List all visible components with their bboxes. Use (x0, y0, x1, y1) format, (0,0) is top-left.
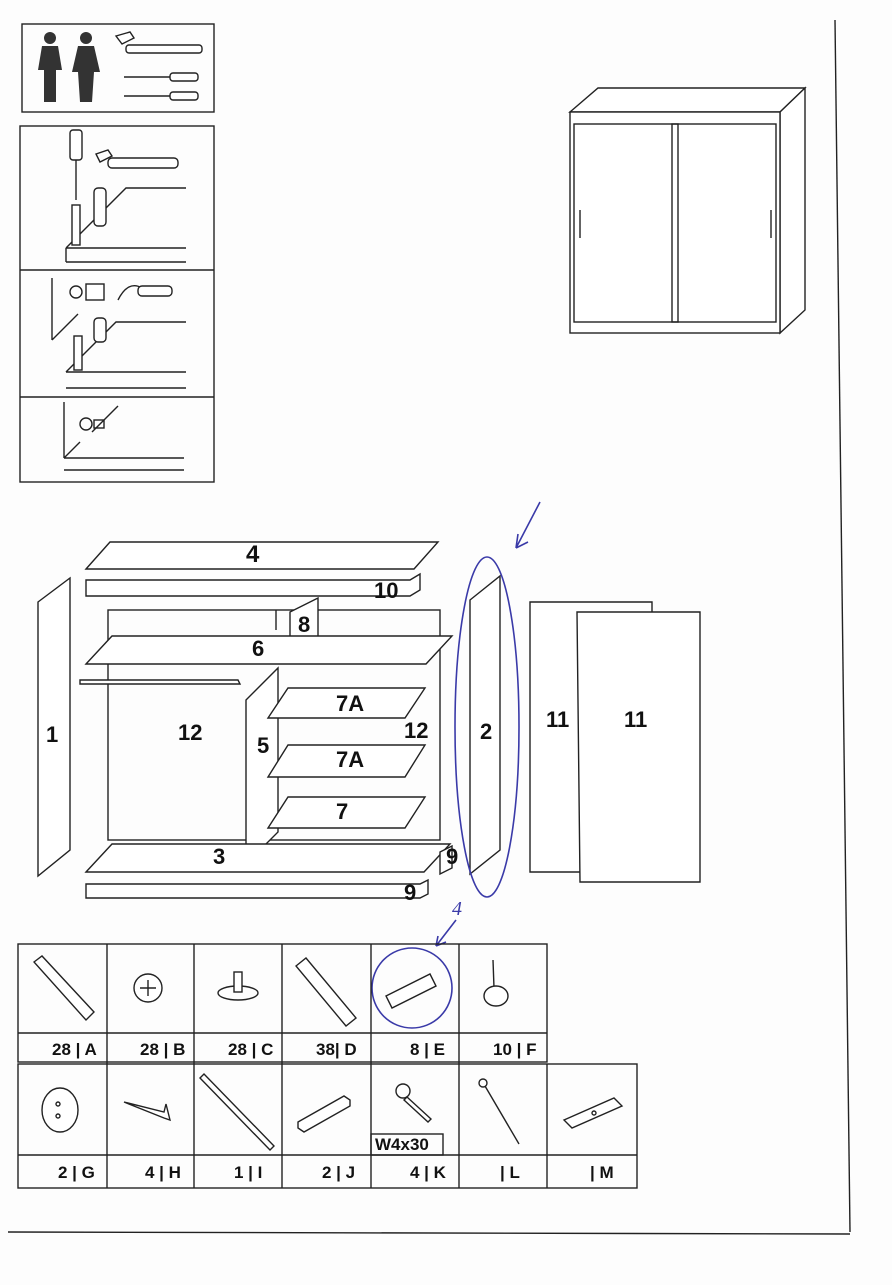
dowel-steps-box (19, 125, 215, 483)
clothes-rail-rod-icon (199, 1073, 275, 1151)
hardware-label-b: 28 | B (140, 1040, 185, 1059)
hand-arrow-e-icon (435, 919, 457, 947)
part-10-top-rail (85, 572, 421, 597)
part-label-11-back: 11 (546, 707, 569, 732)
washer-head-screw-icon (395, 1083, 433, 1123)
part-1-left-side (37, 576, 71, 878)
hardware-table (17, 943, 638, 1189)
part-label-6: 6 (252, 636, 264, 661)
hardware-label-e: 8 | E (410, 1040, 445, 1059)
part-label-2: 2 (480, 719, 492, 744)
hardware-label-m: | M (590, 1163, 614, 1182)
hand-arrow-icon (515, 501, 541, 549)
part-label-9-side: 9 (446, 844, 458, 869)
part-label-7: 7 (336, 799, 348, 824)
hand-ellipse-part-2 (454, 556, 520, 898)
part-label-4: 4 (246, 541, 260, 568)
hardware-label-i: 1 | I (234, 1163, 262, 1182)
hardware-label-j: 2 | J (322, 1163, 355, 1182)
hammer-icon (114, 31, 203, 54)
part-label-1: 1 (46, 722, 58, 747)
screwdriver-flat-icon (124, 72, 199, 82)
step3-drawing (63, 402, 184, 471)
step1-drawing (65, 129, 186, 263)
part-12-back-panels (107, 609, 441, 841)
hardware-label-h: 4 | H (145, 1163, 181, 1182)
cam-lock-icon (133, 973, 163, 1003)
furniture-glide-nail-icon (483, 959, 509, 1007)
hand-circle-part-e (371, 947, 453, 1029)
clothes-rail (79, 679, 242, 685)
part-11-door-front (576, 611, 701, 883)
hardware-label-l: | L (500, 1163, 520, 1182)
part-label-5: 5 (257, 733, 269, 758)
part-2-right-side (469, 574, 501, 876)
part-label-7a-lower: 7A (336, 747, 364, 772)
part-label-3: 3 (213, 844, 225, 869)
rail-bracket-icon (41, 1087, 79, 1133)
step2-drawing (51, 278, 186, 389)
part-label-9-front: 9 (404, 880, 416, 905)
cam-bolt-icon (32, 955, 95, 1022)
hardware-label-k: 4 | K (410, 1163, 447, 1182)
countersunk-screw-icon (123, 1101, 171, 1122)
handwritten-note: 4 (452, 898, 462, 920)
hardware-label-c: 28 | C (228, 1040, 273, 1059)
page-border-bottom (7, 1231, 851, 1235)
part-3-bottom-panel (84, 843, 452, 873)
part-9-plinth (85, 878, 429, 899)
part-6-middle-shelf (84, 635, 454, 665)
part-7-shelf (266, 796, 427, 829)
hardware-label-f: 10 | F (493, 1040, 537, 1059)
part-label-12-left: 12 (178, 720, 202, 745)
connector-plate-icon (562, 1097, 624, 1129)
part-5-inner-divider (245, 666, 279, 866)
hardware-label-a: 28 | A (52, 1040, 97, 1059)
exploded-view-drawing (37, 541, 701, 899)
page-border-right (834, 19, 851, 1233)
hardware-label-g: 2 | G (58, 1163, 95, 1182)
part-label-12-right: 12 (404, 718, 428, 743)
part-7a-shelf-lower (266, 744, 427, 778)
assembled-cabinet-drawing (568, 86, 807, 335)
part-7a-shelf-upper (266, 687, 427, 719)
shelf-pin-base-icon (217, 971, 259, 1001)
two-people-icon (38, 32, 100, 102)
part-4-top-panel (84, 541, 440, 570)
wooden-dowel-icon (295, 957, 357, 1027)
screwdriver-phillips-icon (124, 91, 199, 101)
tools-required-box (21, 23, 215, 113)
shelf-support-pin-icon (385, 973, 437, 1009)
hardware-size-k: W4x30 (375, 1135, 429, 1154)
part-label-8: 8 (298, 612, 310, 637)
handwritten-annotations (371, 501, 541, 1029)
part-label-7a-upper: 7A (336, 691, 364, 716)
part-label-11-front: 11 (624, 707, 647, 732)
door-handle-icon (297, 1095, 351, 1133)
long-nail-icon (478, 1078, 520, 1145)
hardware-label-d: 38| D (316, 1040, 357, 1059)
part-label-10: 10 (374, 578, 398, 603)
